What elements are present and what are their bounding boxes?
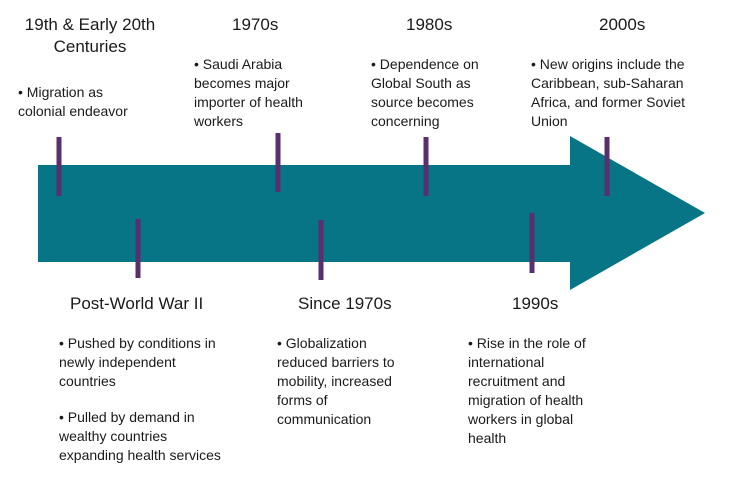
period-bullet: • New origins include the Caribbean, sub… [531, 56, 686, 129]
period-title: 19th & Early 20th Centuries [24, 15, 156, 56]
period-title: Since 1970s [298, 294, 392, 313]
period-bullet: • Globalization reduced barriers to mobi… [277, 335, 395, 427]
period-bullet: • Pushed by conditions in newly independ… [59, 335, 216, 389]
period-title: Post-World War II [70, 294, 204, 313]
period-title: 1990s [512, 294, 559, 313]
period-title: 1970s [232, 15, 279, 34]
period-bullet: • Rise in the role of international recr… [468, 335, 586, 446]
arrow-shape [38, 136, 705, 290]
period-title: 1980s [406, 15, 453, 34]
period-bullet: • Migration as colonial endeavor [18, 84, 128, 119]
period-bullet: • Saudi Arabia becomes major importer of… [194, 56, 303, 129]
period-bullet: • Dependence on Global South as source b… [371, 56, 479, 129]
period-bullet: • Pulled by demand in wealthy countries … [59, 409, 221, 463]
period-title: 2000s [599, 15, 646, 34]
